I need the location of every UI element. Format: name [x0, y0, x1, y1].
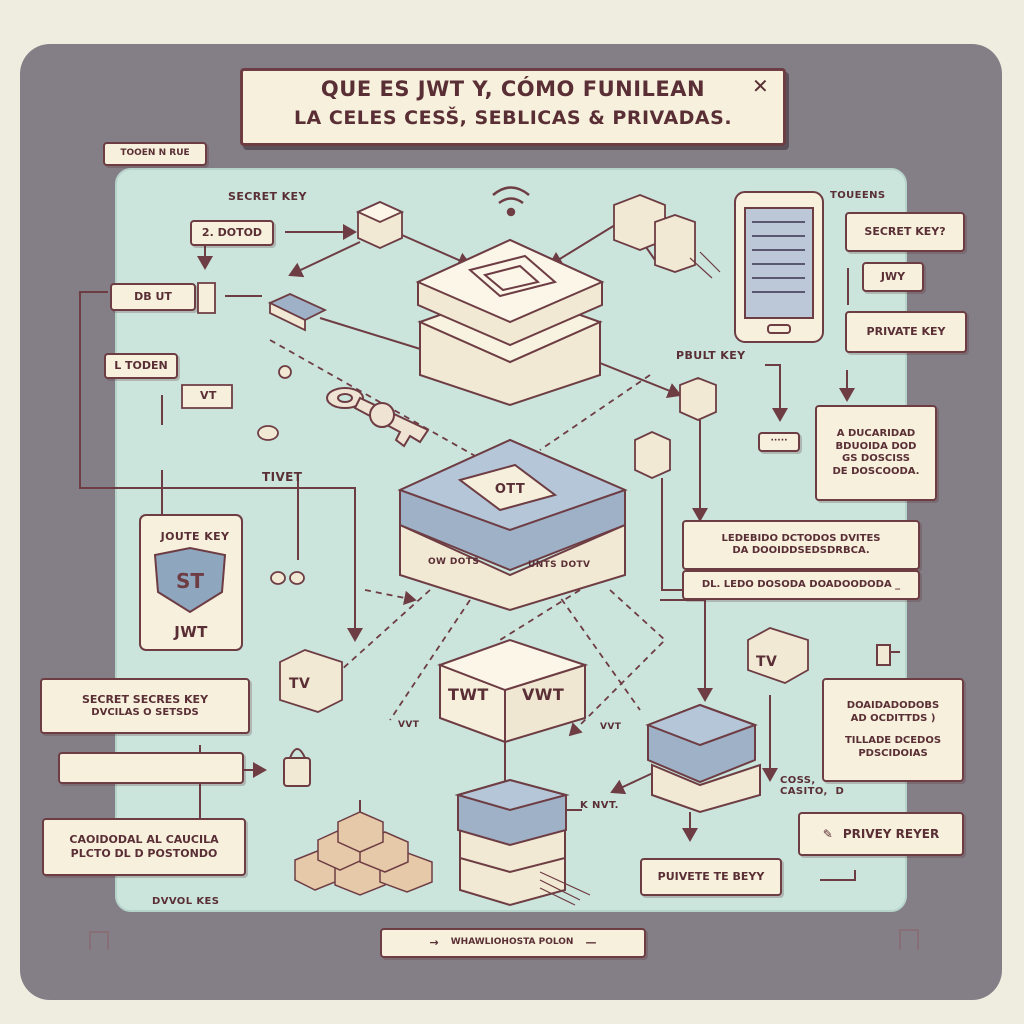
- lecebido-line2: DA DOOIDDSEDSDRBCA.: [732, 545, 870, 556]
- pbult-key-label: PBULT KEY: [676, 349, 746, 362]
- a-docaridad-line1: A DUCARIDAD: [836, 428, 916, 439]
- l-toden-label: L TODEN: [104, 353, 178, 379]
- doaidados-box: DOAIDADODOBS AD OCDITTDS ) TILLADE DCEDO…: [822, 678, 964, 782]
- joute-key-label: JOUTE KEY: [160, 530, 230, 543]
- close-icon[interactable]: ✕: [752, 74, 769, 98]
- token-corner-label: TOOEN N RUE: [103, 142, 207, 166]
- dotod-label: 2. DOTOD: [190, 220, 274, 246]
- jwt-box-left-label: TWT: [448, 685, 489, 704]
- right-lower-block: [645, 703, 761, 814]
- empty-input-box: [58, 752, 244, 784]
- bottom-bar-text: WHAWLIOHOSTA POLON: [450, 937, 574, 948]
- bottom-bar-label: →WHAWLIOHOSTA POLON—: [380, 928, 646, 958]
- key-icon: [326, 387, 430, 448]
- ott-label: OTT: [494, 482, 526, 497]
- doaidados-line2: AD OCDITTDS ): [850, 712, 936, 724]
- private-key-label: PRIVATE KEY: [845, 311, 967, 353]
- privey-reyer-box: ✎PRIVEY REYER: [798, 812, 964, 856]
- k-nvt-label: K NVT.: [580, 800, 619, 811]
- jwt-box: [437, 638, 589, 744]
- title-line-1: QUE ES JWT Y, CÓMO FUNILEAN: [320, 77, 706, 101]
- secret-key-q-label: SECRET KEY?: [845, 212, 965, 252]
- caoidoda-line2: PLCTO DL D POSTONDO: [70, 847, 218, 860]
- shield-icon: ST: [139, 514, 243, 651]
- a-docaridad-line2: BDUOIDA DOD: [835, 440, 917, 452]
- cods-label: COSS, CASITO, D: [780, 775, 845, 797]
- small-token-box: ·····: [758, 432, 800, 452]
- vt-label: VT: [200, 389, 217, 402]
- title-line-2: LA CELES CESŠ, SEBLICAS & PRIVADAS.: [293, 107, 733, 129]
- privey-reyer-text: PRIVEY REYER: [842, 826, 940, 841]
- box-pile-icon: [294, 811, 433, 896]
- svg-text:ST: ST: [176, 569, 204, 593]
- tillade-line1: TILLADE DCEDOS: [844, 735, 942, 746]
- bottom-server-stack: [454, 778, 570, 907]
- padlock-icon: [283, 748, 311, 787]
- corner-marks: [89, 929, 919, 950]
- doaidados-line1: DOAIDADODOBS: [846, 700, 940, 711]
- diagram-title: QUE ES JWT Y, CÓMO FUNILEAN LA CELES CES…: [240, 68, 786, 146]
- top-server-block: [415, 238, 605, 407]
- vvt-left-label: VVT: [398, 720, 420, 730]
- a-docaridad-box: A DUCARIDAD BDUOIDA DOD GS DOSCISS DE DO…: [815, 405, 937, 501]
- caoidoda-box: CAOIDODAL AL CAUCILA PLCTO DL D POSTONDO: [42, 818, 246, 876]
- jwt-box-right-label: VWT: [522, 685, 565, 704]
- toueens-label: TOUEENS: [830, 190, 886, 201]
- lecebido-line1: LEDEBIDO DCTODOS DVITES: [721, 532, 881, 544]
- tillade-line2: PDSCIDOIAS: [858, 747, 928, 759]
- phone-icon: [734, 191, 824, 343]
- center-jwt-block: [397, 438, 628, 612]
- wifi-icon: [492, 186, 530, 217]
- secret-secres-key-line2: DVCILAS O SETSDS: [91, 706, 199, 718]
- db-ut-label: DB UT: [110, 283, 196, 311]
- privete-te-beyy-box: PUIVETE TE BEYY: [640, 858, 782, 896]
- unts-dotv-label: UNTS DOTV: [528, 560, 591, 570]
- secret-key-top-label: SECRET KEY: [228, 190, 307, 203]
- jwy-label: JWY: [862, 262, 924, 292]
- caoidoda-line1: CAOIDODAL AL CAUCILA: [69, 833, 219, 847]
- cube-tv-left-label: TV: [289, 676, 311, 692]
- pipe-icon: [876, 644, 900, 666]
- a-docaridad-line4: DE DOSCOODA.: [832, 465, 920, 477]
- shield-jwt-label: JWT: [174, 623, 208, 641]
- ow-dots-label: OW DOTS: [428, 557, 480, 567]
- dl-ledo-box: DL. LEDO DOSODA DOADOODODA _: [682, 570, 920, 600]
- cables: [539, 251, 721, 906]
- vvt-right-label: VVT: [600, 722, 622, 732]
- secret-secres-key-line1: SECRET SECRES KEY: [81, 692, 209, 706]
- secret-secres-key-box: SECRET SECRES KEY DVCILAS O SETSDS: [40, 678, 250, 734]
- small-cubes: [181, 194, 809, 713]
- dashed-lines: [269, 339, 667, 737]
- dvvol-kes-label: DVVOL KES: [152, 896, 220, 907]
- lecebido-box: LEDEBIDO DCTODOS DVITES DA DOOIDDSEDSDRB…: [682, 520, 920, 570]
- cube-tv-right-label: TV: [756, 654, 778, 670]
- a-docaridad-line3: GS DOSCISS: [842, 453, 910, 464]
- token-coins: [257, 365, 305, 585]
- tivet-label: TIVET: [262, 470, 303, 484]
